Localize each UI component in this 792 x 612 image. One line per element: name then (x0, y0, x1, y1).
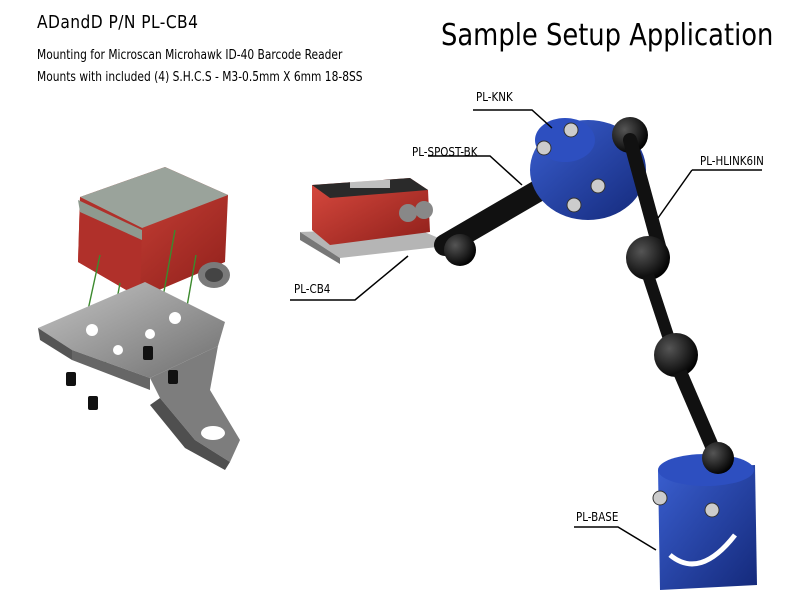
part-number-title: ADandD P/N PL-CB4 (37, 12, 199, 33)
label-pl-knk: PL-KNK (476, 90, 513, 104)
description-line-1: Mounting for Microscan Microhawk ID-40 B… (37, 48, 343, 63)
label-pl-spost-bk: PL-SPOST-BK (412, 145, 478, 159)
knuckle-clamp (530, 117, 648, 220)
label-pl-hlink6in: PL-HLINK6IN (700, 154, 764, 168)
setup-title: Sample Setup Application (441, 18, 774, 53)
setup-assembly (290, 109, 762, 590)
base-clamp (652, 442, 757, 590)
label-pl-cb4: PL-CB4 (294, 282, 331, 296)
label-pl-base: PL-BASE (576, 510, 619, 524)
exploded-reader-assembly (38, 167, 240, 470)
description-line-2: Mounts with included (4) S.H.C.S - M3-0.… (37, 70, 363, 85)
